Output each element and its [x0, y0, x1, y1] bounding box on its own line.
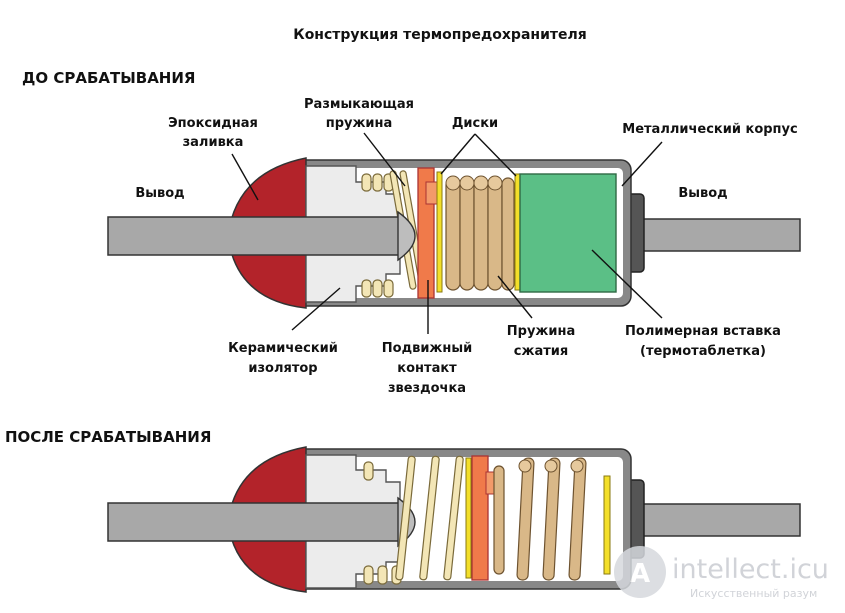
- label-compression-2: сжатия: [514, 344, 568, 359]
- label-epoxy-1: Эпоксидная: [168, 116, 258, 131]
- right-lead-after: [627, 503, 801, 537]
- label-movable-2: контакт: [397, 361, 457, 376]
- watermark-brand: intellect.icu: [672, 554, 829, 585]
- label-movable-3: звездочка: [388, 381, 466, 396]
- section-before: ДО СРАБАТЫВАНИЯ: [22, 69, 195, 87]
- opening-spring-after: [363, 455, 464, 585]
- label-discs: Диски: [452, 116, 498, 131]
- label-ceramic-1: Керамический: [228, 341, 338, 356]
- label-opening-spring-2: пружина: [326, 116, 393, 131]
- watermark: A intellect.icu Искусственный разум: [614, 546, 829, 600]
- svg-text:A: A: [630, 559, 650, 589]
- polymer-pellet-before: [519, 173, 617, 293]
- label-compression-1: Пружина: [507, 324, 575, 339]
- disc-left-before: [436, 171, 443, 293]
- watermark-tagline: Искусственный разум: [690, 587, 817, 600]
- disc-right-after: [603, 475, 611, 575]
- disc-left-after: [465, 457, 472, 579]
- left-lead-before: [107, 216, 401, 256]
- label-lead-right: Вывод: [678, 186, 727, 201]
- compression-spring-after: [493, 457, 587, 581]
- disc-right-before: [514, 173, 521, 291]
- label-polymer-1: Полимерная вставка: [625, 324, 781, 339]
- compression-spring-before: [445, 175, 515, 291]
- right-lead-before: [627, 218, 801, 252]
- label-metal-case: Металлический корпус: [622, 122, 797, 137]
- label-lead-left: Вывод: [135, 186, 184, 201]
- label-movable-1: Подвижный: [382, 341, 472, 356]
- label-opening-spring-1: Размыкающая: [304, 97, 414, 112]
- section-after: ПОСЛЕ СРАБАТЫВАНИЯ: [5, 428, 211, 446]
- leader-lines: [231, 132, 663, 334]
- label-ceramic-2: изолятор: [248, 361, 317, 376]
- label-epoxy-2: заливка: [183, 135, 244, 150]
- left-lead-after: [107, 502, 401, 542]
- label-polymer-2: (термотаблетка): [640, 344, 766, 359]
- watermark-logo-icon: [614, 546, 666, 598]
- fuse-before: [107, 157, 801, 309]
- diagram-title: Конструкция термопредохранителя: [293, 27, 587, 43]
- fuse-after: [107, 446, 801, 593]
- movable-contact-after: [471, 455, 489, 581]
